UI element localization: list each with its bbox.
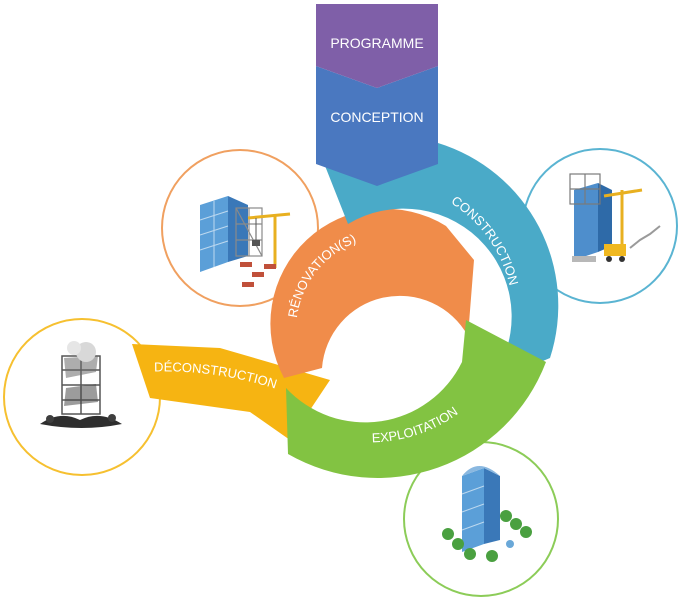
building-renovation-crane-icon <box>199 196 291 287</box>
construction-stage <box>316 143 559 384</box>
programme-stage <box>316 4 438 88</box>
renovation-stage <box>270 208 474 378</box>
exploitation-stage <box>286 320 546 478</box>
building-with-trees-icon <box>442 466 532 562</box>
programme-label: PROGRAMME <box>330 35 423 51</box>
conception-stage <box>316 66 438 186</box>
conception-label: CONCEPTION <box>330 109 423 125</box>
building-demolition-icon <box>40 341 122 428</box>
building-construction-crane-icon <box>569 173 661 262</box>
